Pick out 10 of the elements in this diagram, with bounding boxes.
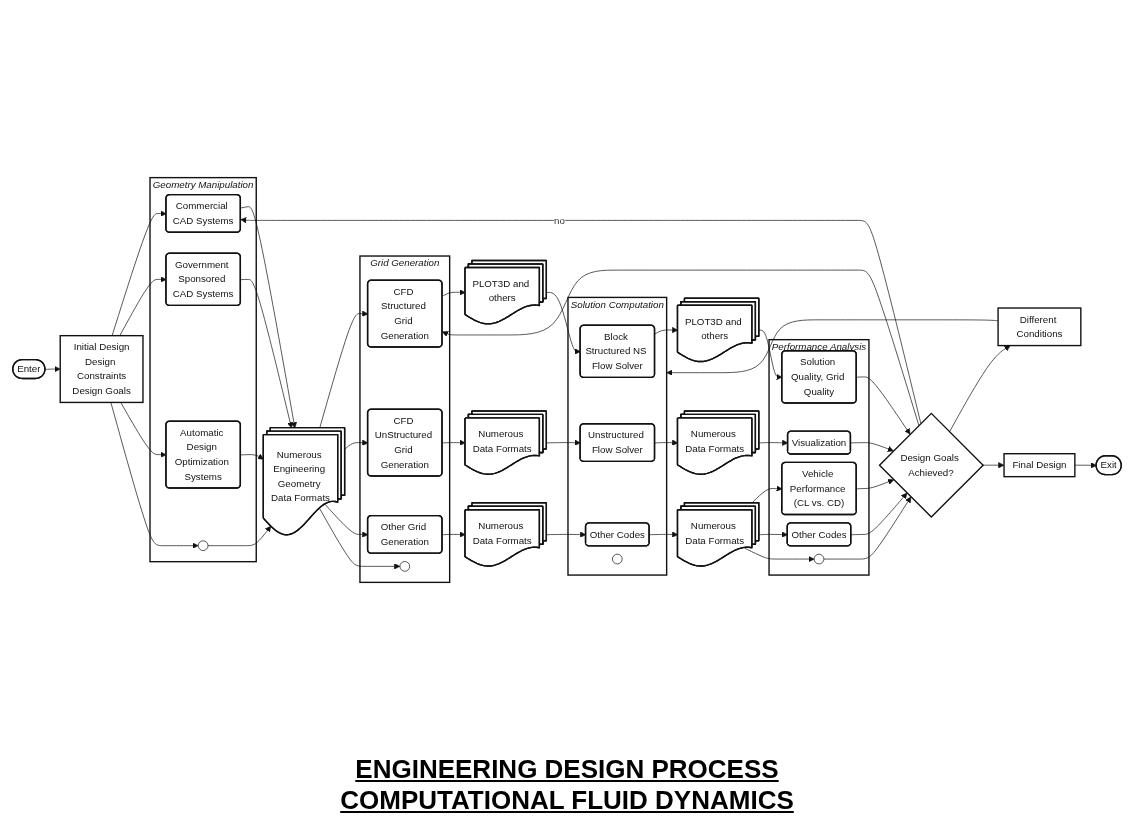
node-circle	[813, 553, 825, 565]
node-box: Different Conditions	[997, 307, 1082, 347]
node-box: Initial Design Design Constraints Design Goals	[59, 334, 144, 404]
edge-label: no	[553, 214, 565, 226]
node-circle	[197, 540, 209, 551]
diagram-title: ENGINEERING DESIGN PROCESS COMPUTATIONAL FLUID DYNAMICS	[339, 754, 795, 816]
node-box: Final Design	[1003, 453, 1076, 478]
node-circle	[612, 553, 623, 565]
node-circle	[399, 561, 411, 572]
node-diamond: Design Goals Achieved?	[878, 412, 985, 518]
